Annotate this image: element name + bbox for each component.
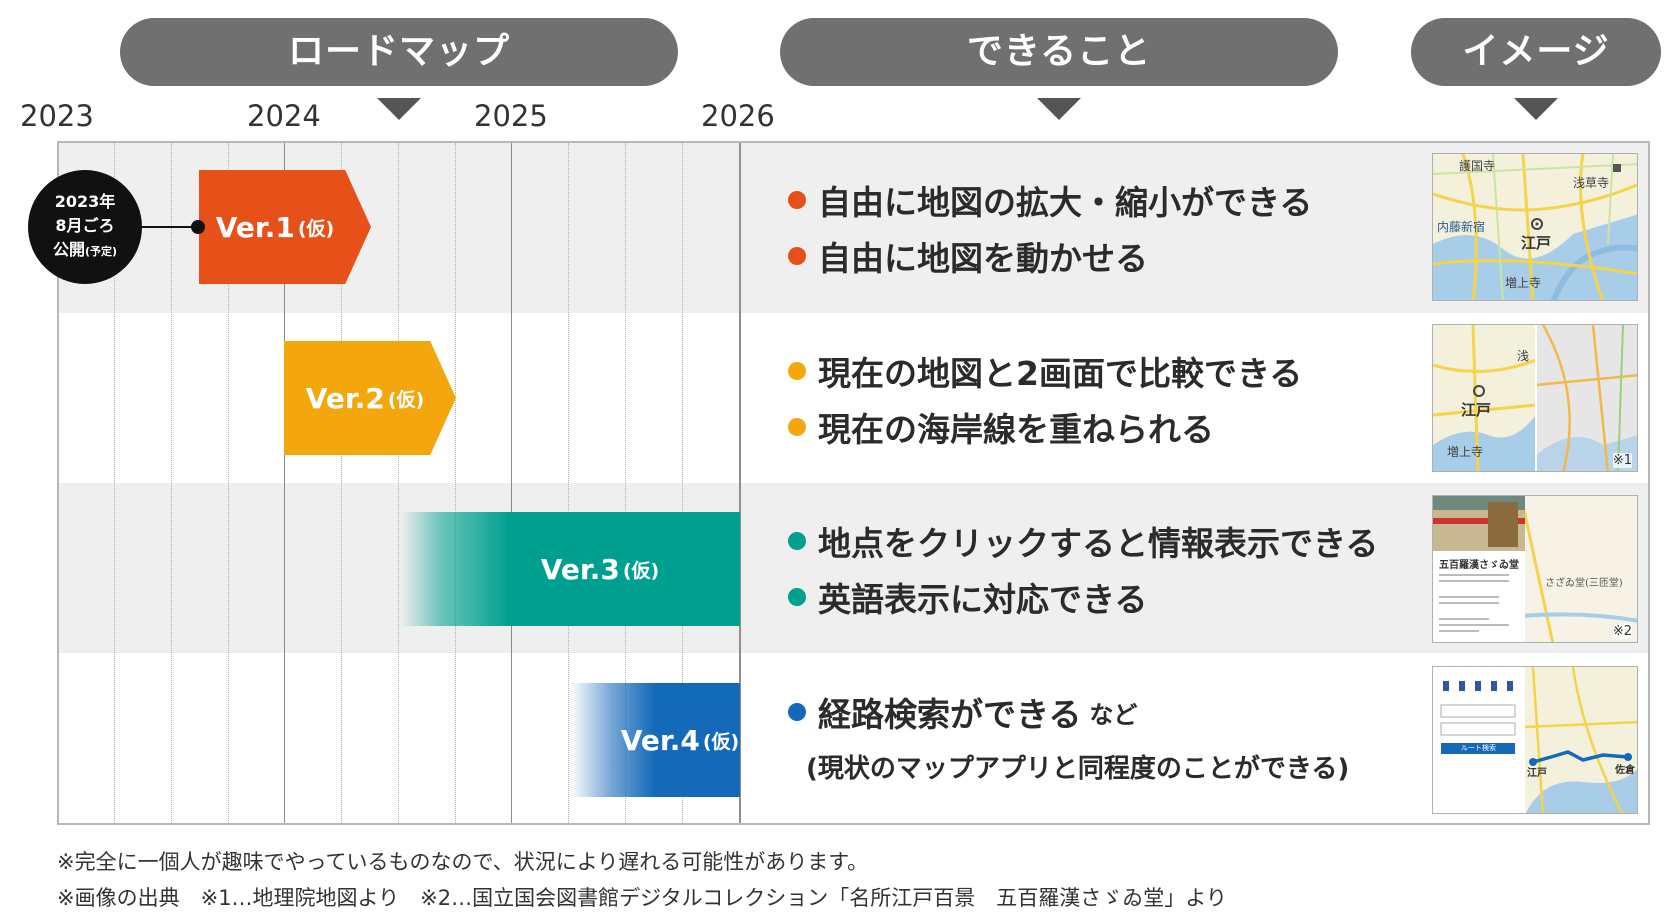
grid-line [398,143,399,823]
features-arrow-icon [1037,98,1081,120]
roadmap-header: ロードマップ [120,18,678,86]
map-label: 浅草寺 [1573,176,1610,190]
version-1-arrow: Ver.1(仮) [199,170,371,284]
map-label: 護国寺 [1459,159,1496,173]
image-header: イメージ [1411,18,1661,86]
map-label: 増上寺 [1505,276,1542,290]
version-4-bar: Ver.4(仮) [570,683,740,797]
bullet-icon [788,532,806,550]
grid-line [568,143,569,823]
year-label-2024: 2024 [247,99,321,133]
feature-text: 現在の海岸線を重ねられる [818,410,1214,449]
release-connector [142,226,198,228]
map-label: 浅 [1517,349,1530,363]
year-line-2024 [284,143,285,823]
release-month: 8月ごろ [55,216,115,235]
map-label: 増上寺 [1447,445,1484,459]
version-1-suffix: (仮) [297,217,335,240]
image-source-note: ※1 [1612,453,1632,468]
year-line-2026 [739,143,741,823]
feature-suffix: など [1089,700,1138,729]
map-label: さざゐ堂(三匝堂) [1545,578,1623,589]
map-thumbnail-1: 護国寺 浅草寺 内藤新宿 江戸 増上寺 [1432,153,1638,301]
grid-line [341,143,342,823]
release-public: 公開 [52,240,85,259]
version-2-suffix: (仮) [387,388,425,411]
image-source-note: ※2 [1612,624,1632,639]
feature-text: 英語表示に対応できる [818,580,1148,619]
feature-text: 経路検索ができる [818,695,1082,734]
bullet-icon [788,247,806,265]
version-3-label: Ver.3 [540,552,620,586]
feature-note: (現状のマップアプリと同程度のことができる) [806,754,1350,784]
feature-text: 現在の地図と2画面で比較できる [818,354,1303,393]
version-3-suffix: (仮) [622,559,660,582]
grid-line [171,143,172,823]
feature-text: 地点をクリックすると情報表示できる [818,524,1379,563]
bullet-icon [788,418,806,436]
version-4-label: Ver.4 [620,723,700,757]
popup-title: 五百羅漢さゞゐ堂 [1439,560,1519,571]
feature-item: 自由に地図の拡大・縮小ができる [788,176,1312,224]
grid-line [228,143,229,823]
feature-item: 現在の海岸線を重ねられる [788,403,1214,451]
roadmap-arrow-icon [377,98,421,120]
route-search-button: ルート検索 [1461,744,1496,752]
release-year: 2023年 [54,192,116,211]
version-2-label: Ver.2 [305,381,385,415]
version-3-bar: Ver.3(仮) [400,512,740,626]
feature-item: 地点をクリックすると情報表示できる [788,517,1378,565]
grid-line [455,143,456,823]
map-thumbnail-4: ルート検索 江戸 佐倉 [1432,666,1638,814]
feature-text: 自由に地図の拡大・縮小ができる [818,183,1313,222]
row-band-3 [59,483,1648,653]
release-tentative: (予定) [84,245,118,258]
year-label-2023: 2023 [20,99,94,133]
grid-line [625,143,626,823]
bullet-icon [788,703,806,721]
map-label: 江戸 [1527,768,1547,779]
bullet-icon [788,191,806,209]
feature-item: 現在の地図と2画面で比較できる [788,347,1302,395]
version-2-arrow: Ver.2(仮) [284,341,456,455]
grid-line [682,143,683,823]
footnote-1: ※完全に一個人が趣味でやっているものなので、状況により遅れる可能性があります。 [57,850,869,874]
year-line-2025 [511,143,512,823]
feature-item: 経路検索ができる など [788,688,1137,736]
feature-item: 自由に地図を動かせる [788,232,1148,280]
map-thumbnail-3: 五百羅漢さゞゐ堂 さざゐ堂(三匝堂) ※2 [1432,495,1638,643]
bullet-icon [788,362,806,380]
row-band-4 [59,653,1648,823]
year-label-2025: 2025 [474,99,548,133]
map-label: 内藤新宿 [1437,220,1486,234]
image-arrow-icon [1514,98,1558,120]
map-thumbnail-2: 江戸 増上寺 浅 ※1 [1432,324,1638,472]
map-label: 江戸 [1461,401,1492,419]
footnote-2: ※画像の出典 ※1…地理院地図より ※2…国立国会図書館デジタルコレクション「名… [57,886,1227,910]
map-label: 江戸 [1521,234,1552,252]
features-header: できること [780,18,1338,86]
version-1-label: Ver.1 [215,210,295,244]
grid-line [114,143,115,823]
feature-item: 英語表示に対応できる [788,573,1147,621]
release-badge: 2023年 8月ごろ 公開(予定) [28,170,142,284]
bullet-icon [788,588,806,606]
version-4-suffix: (仮) [702,730,740,753]
release-dot-icon [191,220,205,234]
feature-text: 自由に地図を動かせる [818,239,1148,278]
year-label-2026: 2026 [701,99,775,133]
map-label: 佐倉 [1615,765,1635,776]
